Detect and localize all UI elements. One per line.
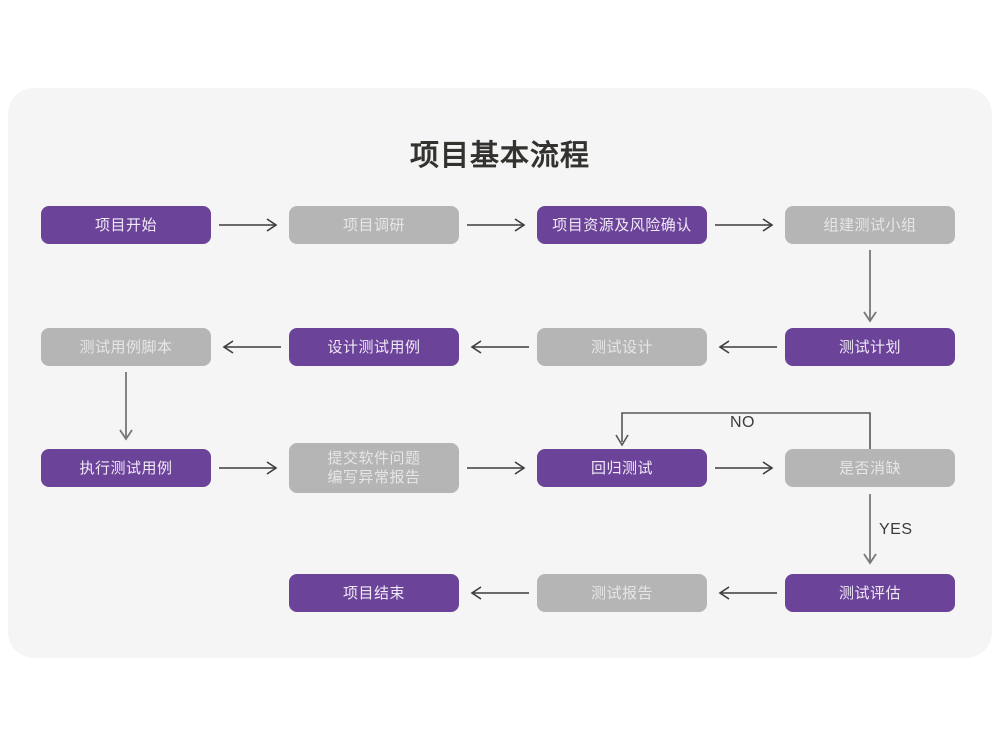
arrow-resource-to-team xyxy=(715,216,777,234)
arrow-test-plan-to-test-design xyxy=(715,338,777,356)
arrow-submit-to-regression xyxy=(467,459,529,477)
arrow-test-design-to-design-case xyxy=(467,338,529,356)
arrow-start-to-research xyxy=(219,216,281,234)
node-resource-risk-confirm[interactable]: 项目资源及风险确认 xyxy=(537,206,707,244)
arrow-regression-to-defect-cleared xyxy=(715,459,777,477)
node-project-research[interactable]: 项目调研 xyxy=(289,206,459,244)
arrow-no-feedback-loop xyxy=(615,408,880,454)
node-test-plan[interactable]: 测试计划 xyxy=(785,328,955,366)
arrow-design-case-to-script xyxy=(219,338,281,356)
node-regression-test[interactable]: 回归测试 xyxy=(537,449,707,487)
node-defect-cleared[interactable]: 是否消缺 xyxy=(785,449,955,487)
node-test-case-script[interactable]: 测试用例脚本 xyxy=(41,328,211,366)
flowchart-card xyxy=(8,88,992,658)
node-design-test-case[interactable]: 设计测试用例 xyxy=(289,328,459,366)
node-submit-bug-report[interactable]: 提交软件问题 编写异常报告 xyxy=(289,443,459,493)
page-title: 项目基本流程 xyxy=(409,140,590,172)
arrow-research-to-resource xyxy=(467,216,529,234)
node-execute-test-case[interactable]: 执行测试用例 xyxy=(41,449,211,487)
edge-label-yes: YES xyxy=(879,521,913,538)
node-test-evaluation[interactable]: 测试评估 xyxy=(785,574,955,612)
node-test-design[interactable]: 测试设计 xyxy=(537,328,707,366)
arrow-execute-to-submit xyxy=(219,459,281,477)
arrow-evaluation-to-report xyxy=(715,584,777,602)
node-project-start[interactable]: 项目开始 xyxy=(41,206,211,244)
arrow-script-to-execute-case xyxy=(117,372,135,444)
arrow-team-to-test-plan xyxy=(861,250,879,326)
arrow-yes-to-test-evaluation xyxy=(861,494,879,568)
edge-label-no: NO xyxy=(730,414,755,431)
node-test-report[interactable]: 测试报告 xyxy=(537,574,707,612)
node-form-test-team[interactable]: 组建测试小组 xyxy=(785,206,955,244)
node-project-end[interactable]: 项目结束 xyxy=(289,574,459,612)
arrow-report-to-project-end xyxy=(467,584,529,602)
